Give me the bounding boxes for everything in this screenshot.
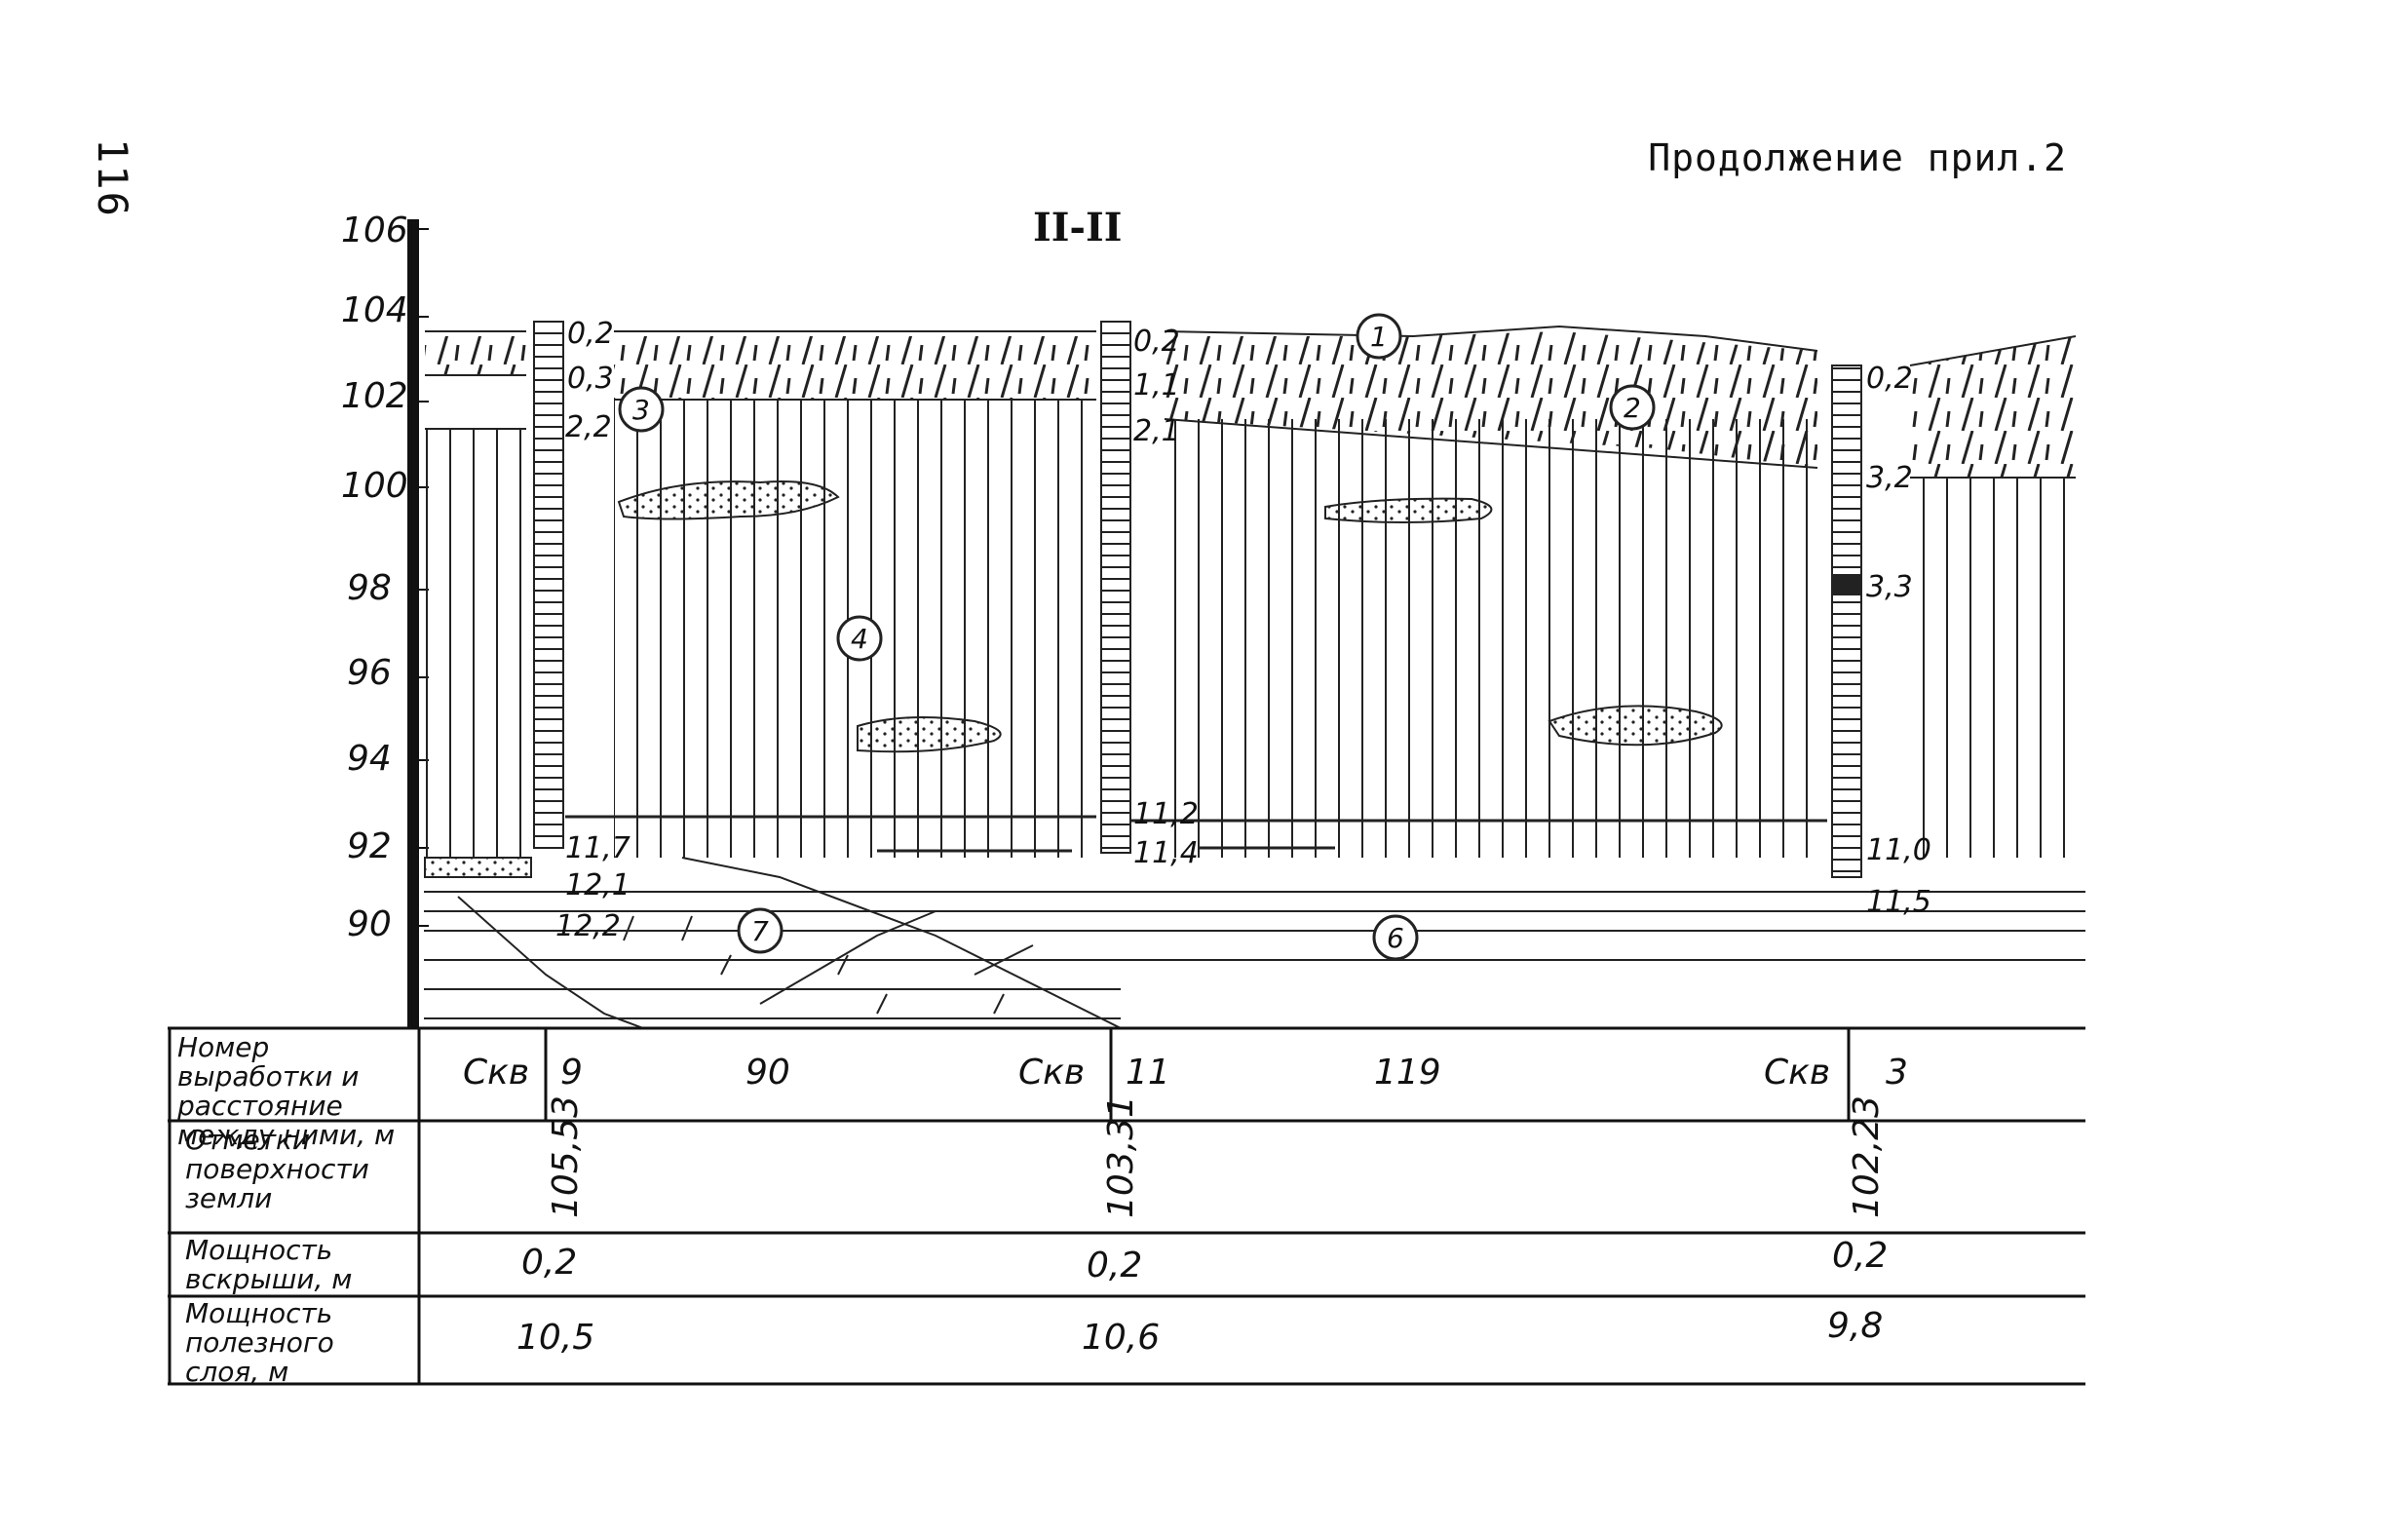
lower-layers [424, 857, 2085, 1029]
marker-4: 4 [851, 623, 868, 655]
borehole-label: Скв [463, 1053, 530, 1093]
table-row-label-4: Мощность полезного слоя, м [185, 1297, 334, 1388]
borehole-number: 9 [560, 1053, 583, 1093]
marker-7: 7 [751, 915, 769, 947]
y-tick: 94 [347, 739, 392, 779]
depth-label: 0,2 [1133, 325, 1180, 359]
borehole-columns [533, 321, 1862, 878]
surface-mark: 105,53 [546, 1095, 586, 1218]
overburden-value: 0,2 [1832, 1236, 1889, 1276]
surface-mark: 103,31 [1101, 1095, 1141, 1218]
depth-label: 11,4 [1133, 836, 1199, 870]
depth-label: 2,2 [565, 410, 612, 444]
depth-label: 0,3 [567, 362, 614, 396]
marker-3: 3 [632, 394, 650, 426]
layer-2-hatch [425, 325, 2077, 479]
borehole-9-depths: 0,2 0,3 2,2 11,7 12,1 12,2 [555, 317, 631, 943]
depth-label: 3,2 [1866, 461, 1913, 495]
section-title: II-II [1033, 205, 1123, 250]
y-tick: 96 [347, 653, 392, 693]
depth-label: 0,2 [1866, 362, 1913, 396]
borehole-number: 11 [1126, 1053, 1170, 1093]
y-tick: 104 [341, 290, 408, 330]
y-tick: 100 [341, 466, 408, 506]
depth-label: 11,7 [565, 831, 631, 865]
depth-label: 11,0 [1866, 833, 1931, 867]
surface-mark: 102,23 [1847, 1095, 1887, 1218]
appendix-header: Продолжение прил.2 [1648, 136, 2067, 179]
table-row-label-2: Отметки поверхности земли [185, 1124, 369, 1214]
borehole-label: Скв [1764, 1053, 1831, 1093]
data-table-grid [168, 1026, 2085, 1386]
depth-label: 2,1 [1133, 414, 1180, 448]
y-tick: 90 [347, 904, 392, 944]
depth-label: 11,5 [1866, 885, 1931, 919]
distance: 90 [745, 1053, 790, 1093]
useful-layer-value: 9,8 [1827, 1306, 1884, 1346]
y-axis: 106 104 102 100 98 96 94 92 90 [341, 211, 429, 1028]
useful-layer-value: 10,5 [516, 1318, 595, 1358]
layer-markers [618, 313, 1656, 961]
borehole-3-depths: 0,2 3,2 3,3 11,0 11,5 [1866, 362, 1931, 919]
distance: 119 [1374, 1053, 1441, 1093]
y-tick: 106 [341, 211, 408, 250]
table-row-label-3: Мощность вскрыши, м [185, 1234, 353, 1295]
depth-label: 1,1 [1133, 368, 1180, 403]
layer-4-body [425, 400, 2076, 858]
depth-label: 12,1 [565, 868, 631, 902]
depth-label: 0,2 [567, 317, 614, 351]
depth-label: 3,3 [1866, 570, 1913, 604]
y-tick: 92 [347, 826, 392, 866]
sand-lenses [424, 480, 1723, 878]
depth-label: 12,2 [555, 909, 621, 943]
marker-1: 1 [1370, 321, 1388, 353]
table-row-label-1: Номер выработки и расстояние между ними,… [177, 1031, 396, 1151]
borehole-number: 3 [1886, 1053, 1908, 1093]
borehole-11-depths: 0,2 1,1 2,1 11,2 11,4 [1133, 325, 1199, 870]
borehole-label: Скв [1018, 1053, 1086, 1093]
overburden-value: 0,2 [521, 1243, 578, 1283]
overburden-value: 0,2 [1087, 1246, 1143, 1285]
y-tick: 102 [341, 376, 408, 416]
useful-layer-value: 10,6 [1082, 1318, 1161, 1358]
marker-6: 6 [1387, 922, 1404, 954]
depth-label: 11,2 [1133, 797, 1199, 831]
marker-2: 2 [1624, 392, 1641, 424]
y-tick: 98 [347, 568, 392, 608]
